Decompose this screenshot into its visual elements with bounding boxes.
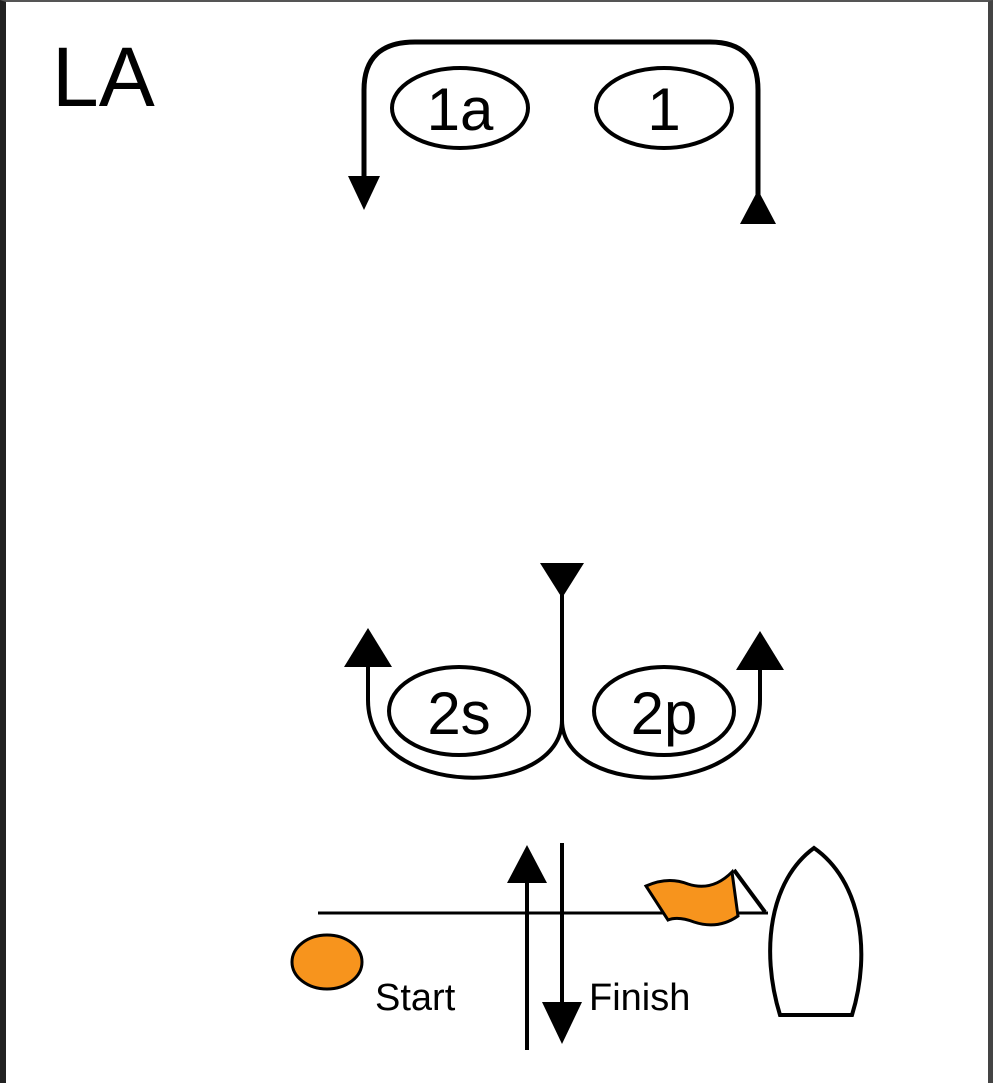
arrow-icon	[348, 176, 380, 210]
arrow-icon	[344, 628, 392, 667]
mark-1-label: 1	[647, 76, 680, 143]
mark-1: 1	[594, 66, 734, 150]
mark-2p-label: 2p	[631, 680, 698, 747]
flag-pole	[732, 868, 767, 914]
windward-route	[361, 39, 761, 200]
arrow-icon	[736, 631, 784, 670]
arrow-icon	[740, 190, 776, 224]
gate-route-port	[560, 662, 762, 780]
mark-1a-label: 1a	[427, 76, 494, 143]
course-code: LA	[52, 30, 155, 124]
arrow-icon	[507, 845, 547, 883]
start-label: Start	[375, 977, 456, 1019]
arrow-icon	[542, 1002, 582, 1044]
flag-icon	[643, 868, 740, 927]
mark-2s: 2s	[387, 665, 531, 757]
committee-boat-icon	[768, 845, 864, 1017]
arrow-icon	[540, 563, 584, 598]
mark-1a: 1a	[390, 66, 530, 150]
mark-2p: 2p	[592, 665, 736, 757]
gate-route-starboard	[366, 660, 564, 780]
finish-label: Finish	[589, 977, 690, 1019]
mark-2s-label: 2s	[427, 680, 490, 747]
buoy-icon	[290, 933, 364, 991]
